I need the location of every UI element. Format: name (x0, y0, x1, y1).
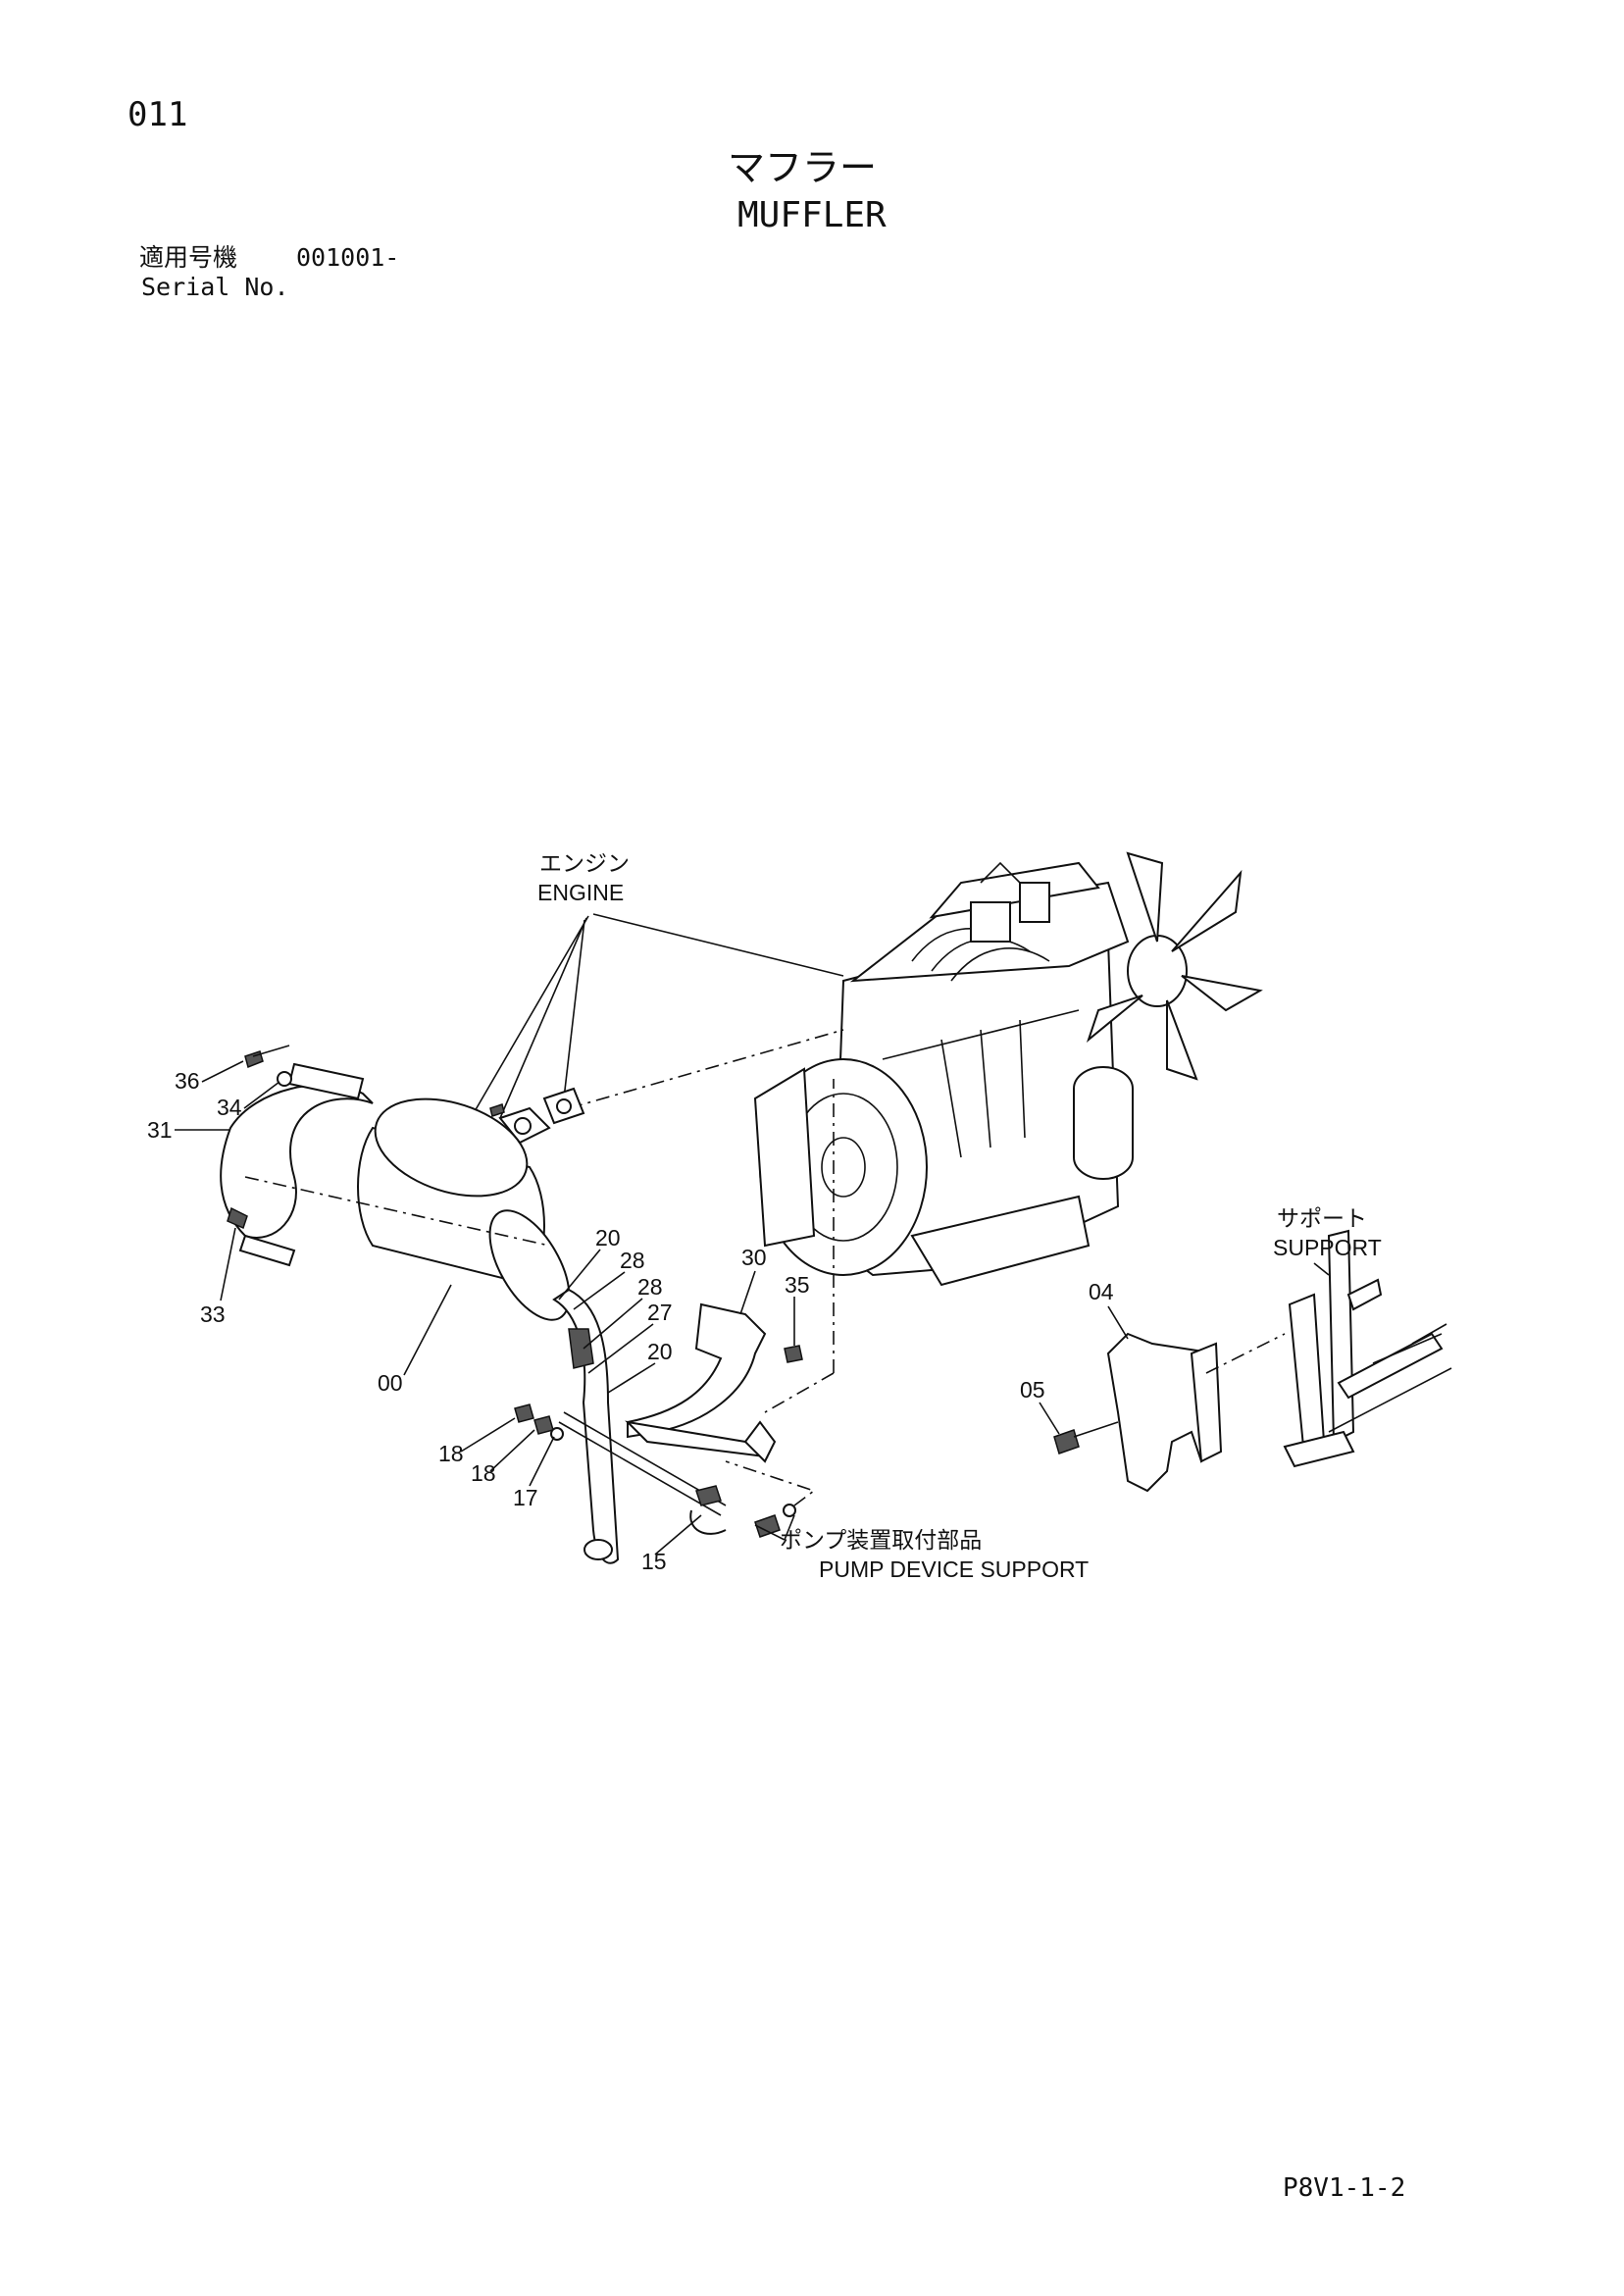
muffler-body-00 (244, 1097, 571, 1321)
engine-leader-lines (470, 913, 844, 1119)
part-number: 17 (513, 1485, 538, 1510)
support-label-english: SUPPORT (1273, 1235, 1382, 1260)
part-number: 27 (647, 1300, 673, 1325)
pump-support-label-english: PUMP DEVICE SUPPORT (819, 1556, 1089, 1582)
part-number-labels: 36 34 31 33 00 20 28 28 27 20 30 35 18 1… (147, 1060, 1129, 1574)
part-number: 18 (438, 1441, 464, 1466)
part-number: 00 (378, 1370, 403, 1396)
part-number: 35 (785, 1272, 810, 1298)
support-label-japanese: サポート (1277, 1205, 1367, 1231)
pump-support-label-japanese: ポンプ装置取付部品 (780, 1527, 982, 1553)
page-number: 011 (127, 95, 188, 134)
part-number: 18 (471, 1460, 496, 1486)
serial-number-value: 001001- (296, 243, 400, 272)
support-bracket-04 (1106, 1332, 1286, 1493)
part-number: 36 (175, 1068, 200, 1094)
tail-pipe (552, 1288, 620, 1564)
part-number: 30 (741, 1245, 767, 1270)
support-bracket-30 (625, 1302, 777, 1463)
title-japanese: マフラー (728, 146, 878, 189)
part-number: 33 (200, 1301, 226, 1327)
part-number: 20 (647, 1339, 673, 1364)
drawing-reference: P8V1-1-2 (1283, 2173, 1406, 2203)
part-number: 28 (637, 1274, 663, 1300)
muffler-band-31 (220, 1062, 374, 1267)
serial-label-japanese: 適用号機 (139, 243, 238, 272)
part-number: 28 (620, 1248, 645, 1273)
part-number: 20 (595, 1225, 621, 1250)
part-number: 31 (147, 1117, 173, 1143)
part-number: 15 (641, 1549, 667, 1574)
pump-support-leader-lines (725, 1079, 835, 1541)
part-number: 04 (1089, 1279, 1114, 1304)
engine-label-japanese: エンジン (539, 850, 630, 876)
title-english: MUFFLER (737, 195, 887, 235)
serial-label-english: Serial No. (141, 273, 289, 301)
fasteners (227, 1045, 1119, 1538)
support-stand (1283, 1229, 1452, 1468)
engine-label-english: ENGINE (537, 880, 624, 905)
part-number: 34 (217, 1095, 242, 1120)
engine-drawing (753, 851, 1263, 1287)
part-number: 05 (1020, 1377, 1045, 1403)
